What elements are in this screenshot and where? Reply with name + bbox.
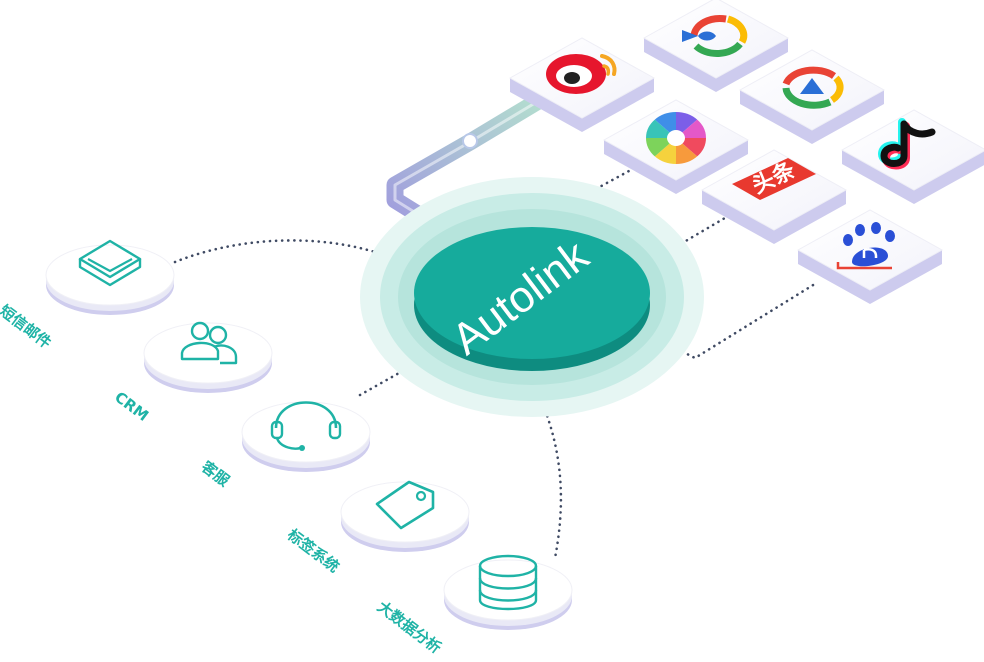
platform-tile-6 — [798, 210, 942, 304]
service-tile-0 — [46, 241, 174, 315]
shutter-icon — [646, 112, 706, 164]
platform-tile-0 — [510, 38, 654, 132]
platform-tile-5 — [842, 110, 984, 204]
service-tile-4 — [444, 556, 572, 630]
service-tile-2 — [242, 402, 370, 472]
service-tile-1 — [144, 323, 272, 393]
pipe-joint — [463, 134, 477, 148]
hub: Autolink — [360, 177, 704, 417]
service-tile-3 — [341, 482, 469, 552]
